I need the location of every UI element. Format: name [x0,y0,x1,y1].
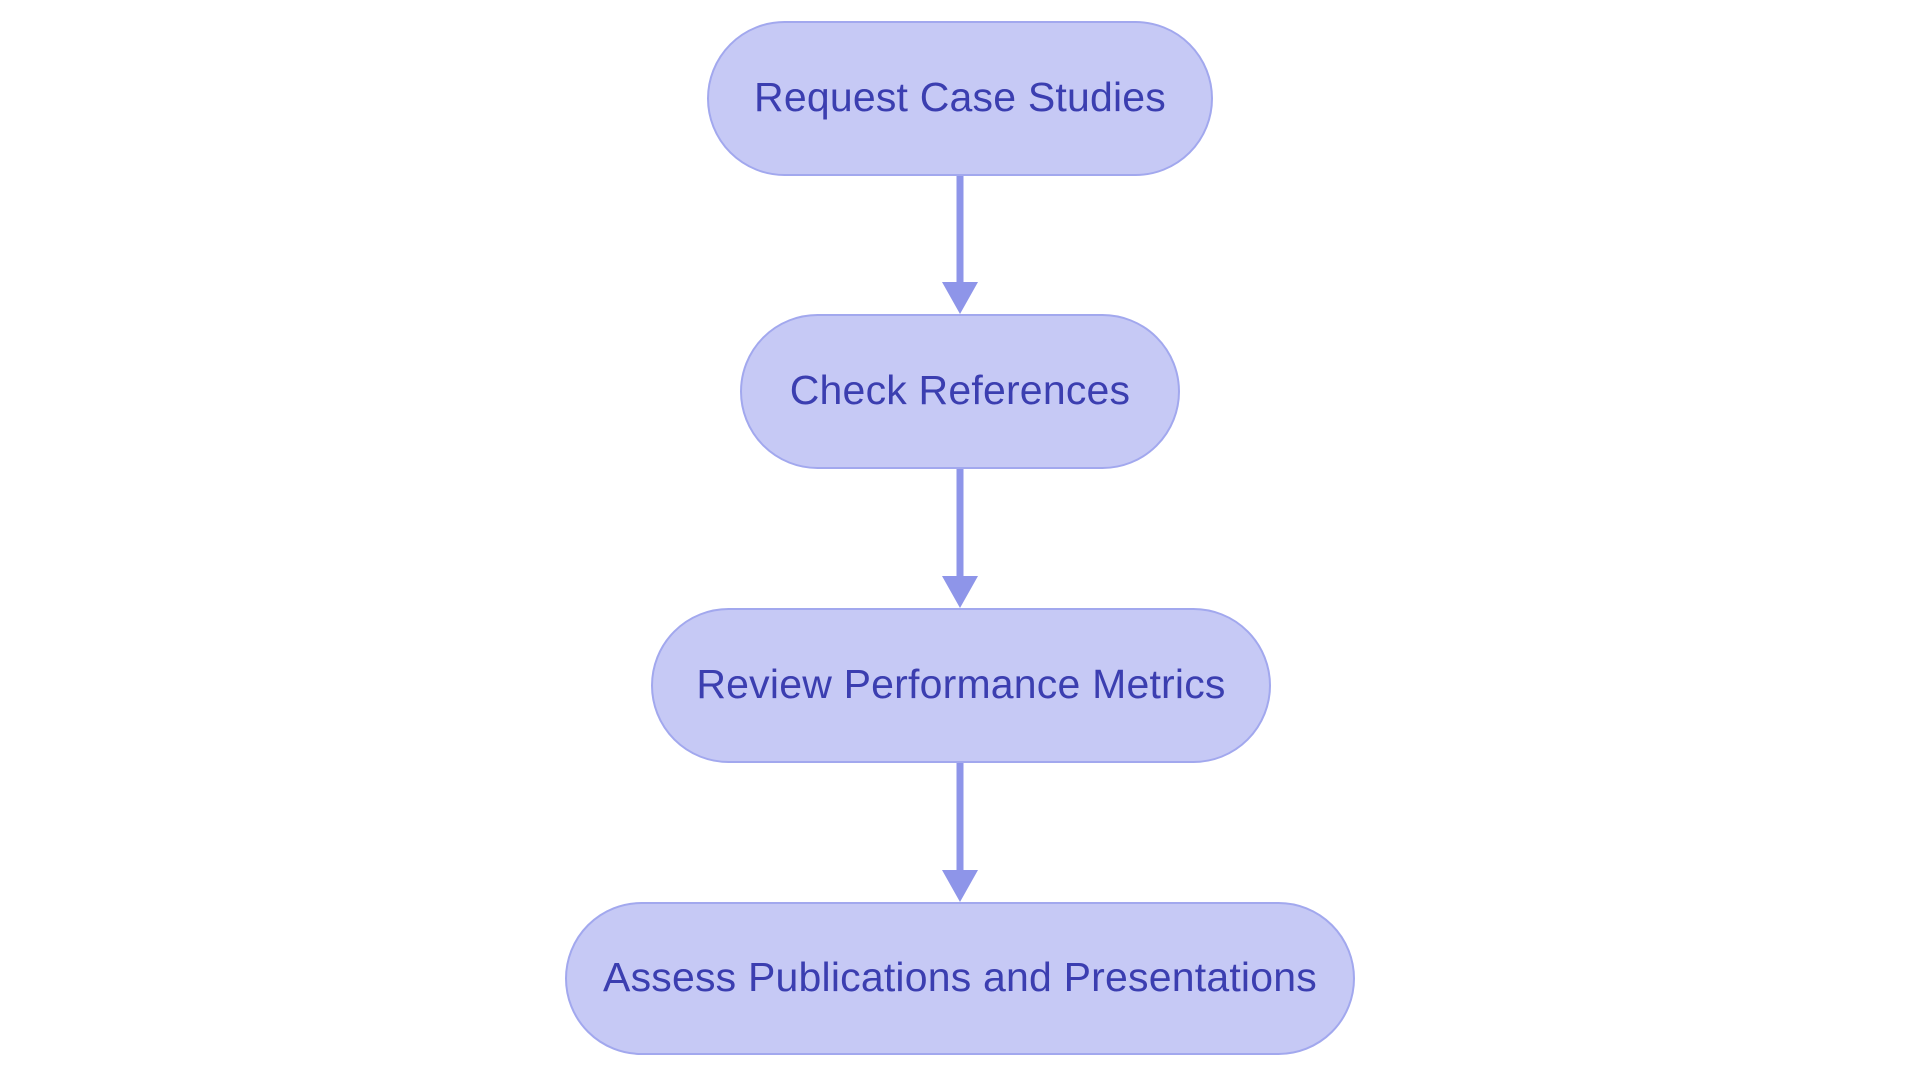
node-label: Check References [789,367,1131,413]
node-label: Assess Publications and Presentations [603,954,1317,1000]
arrow-connector-2 [942,469,978,608]
arrow-head-icon [942,282,978,314]
arrow-head-icon [942,576,978,608]
flow-node-request-case-studies: Request Case Studies [707,21,1213,176]
flow-node-check-references: Check References [740,314,1180,469]
arrow-line [956,469,964,578]
arrow-connector-3 [942,763,978,902]
arrow-line [956,763,964,872]
flow-node-review-performance-metrics: Review Performance Metrics [651,608,1271,763]
arrow-head-icon [942,870,978,902]
arrow-connector-1 [942,176,978,314]
arrow-line [956,176,964,284]
flow-node-assess-publications-and-presentations: Assess Publications and Presentations [565,902,1355,1055]
node-label: Review Performance Metrics [696,661,1226,707]
node-label: Request Case Studies [754,74,1166,120]
